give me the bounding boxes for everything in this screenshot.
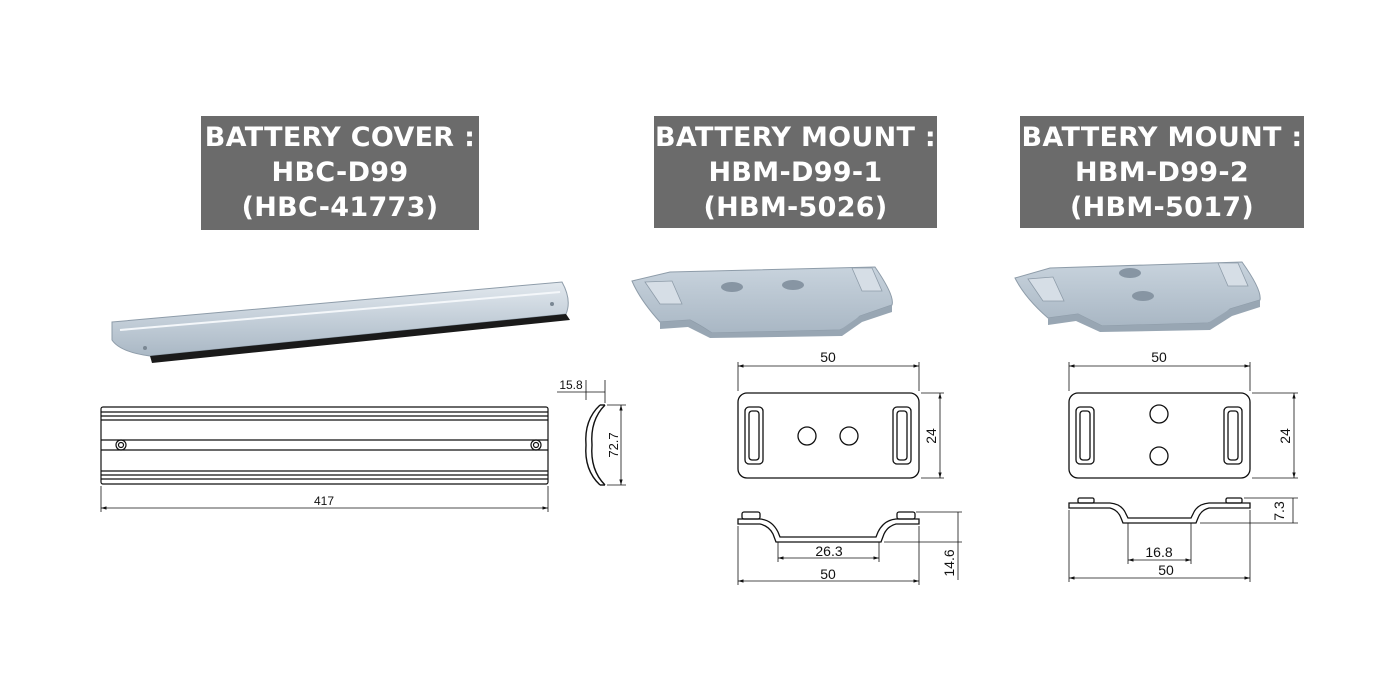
mount-1-side-inner-dimension: 26.3 — [777, 542, 880, 562]
cover-length-dimension: 417 — [100, 486, 549, 512]
battery-mount-2-label: BATTERY MOUNT : HBM-D99-2 (HBM-5017) — [1020, 116, 1304, 228]
mount-2-side-height-value: 7.3 — [1271, 501, 1287, 521]
label-line-3: (HBC-41773) — [241, 192, 439, 223]
mount-1-top-height-value: 24 — [923, 428, 939, 444]
mount-2-side-inner-dimension: 16.8 — [1127, 523, 1192, 564]
label-line-1: BATTERY MOUNT : — [1021, 122, 1303, 153]
label-line-1: BATTERY MOUNT : — [655, 122, 936, 153]
mount-1-top-height-dimension: 24 — [921, 392, 944, 479]
battery-mount-2-side-view — [1068, 497, 1251, 524]
label-line-2: HBM-D99-1 — [708, 157, 883, 188]
mount-2-side-width-value: 50 — [1158, 562, 1174, 578]
battery-mount-1-render — [631, 266, 893, 338]
mount-2-top-height-value: 24 — [1277, 428, 1293, 444]
battery-cover-side-view — [585, 404, 606, 486]
mount-1-top-width-dimension: 50 — [737, 349, 920, 391]
mount-1-side-width-value: 50 — [820, 566, 836, 582]
mount-1-top-width-value: 50 — [820, 349, 836, 365]
cover-depth-value: 15.8 — [559, 378, 583, 392]
mount-1-side-inner-value: 26.3 — [815, 543, 842, 559]
label-line-2: HBC-D99 — [271, 157, 409, 188]
label-line-3: (HBM-5017) — [1069, 192, 1255, 223]
mount-1-side-height-value: 14.6 — [941, 549, 957, 576]
mount-2-side-inner-value: 16.8 — [1145, 544, 1172, 560]
mount-2-top-width-dimension: 50 — [1068, 349, 1251, 391]
mount-2-side-width-dimension: 50 — [1068, 510, 1251, 582]
label-line-3: (HBM-5026) — [703, 192, 888, 223]
mount-2-top-width-value: 50 — [1151, 349, 1167, 365]
battery-mount-1-top-view — [737, 392, 920, 479]
battery-cover-front-view — [100, 406, 549, 485]
cover-length-value: 417 — [314, 494, 334, 508]
label-line-2: HBM-D99-2 — [1075, 157, 1249, 188]
battery-cover-render — [111, 281, 570, 363]
mount-1-side-width-dimension: 50 — [737, 526, 920, 585]
cover-width-dimension: 72.7 — [606, 404, 626, 486]
mount-2-side-height-dimension: 7.3 — [1200, 497, 1298, 524]
cover-width-value: 72.7 — [606, 432, 621, 457]
battery-mount-1-side-view — [737, 511, 920, 543]
mount-1-side-height-dimension: 14.6 — [884, 511, 962, 580]
cover-depth-dimension: 15.8 — [557, 378, 606, 403]
battery-mount-2-render — [1014, 261, 1261, 332]
battery-mount-1-label: BATTERY MOUNT : HBM-D99-1 (HBM-5026) — [654, 116, 937, 228]
battery-mount-2-top-view — [1068, 392, 1251, 479]
label-line-1: BATTERY COVER : — [204, 122, 476, 153]
mount-2-top-height-dimension: 24 — [1252, 392, 1298, 479]
battery-cover-label: BATTERY COVER : HBC-D99 (HBC-41773) — [201, 116, 479, 230]
